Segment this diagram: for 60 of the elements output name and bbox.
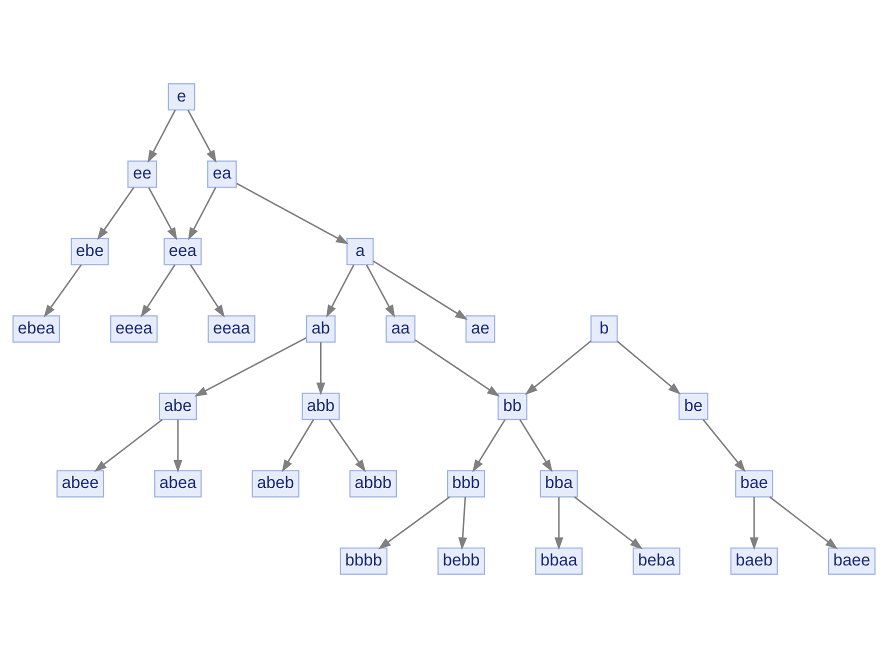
node-box: beba (632, 547, 680, 575)
node-box: bb (498, 392, 528, 420)
node-box: baeb (730, 547, 778, 575)
node-box: b (590, 315, 618, 343)
arrow (194, 337, 306, 397)
node-box: ee (127, 160, 158, 188)
node-box: aa (386, 315, 416, 343)
arrow (524, 340, 592, 395)
node-box: eea (164, 238, 202, 266)
node-box: ea (207, 160, 237, 188)
arrow (316, 342, 326, 396)
arrow (702, 419, 746, 472)
arrow (554, 497, 564, 550)
node-box: abee (56, 470, 104, 498)
arrow (472, 419, 506, 472)
arrow (326, 264, 354, 318)
node-box: a (346, 238, 374, 266)
arrow (519, 419, 553, 472)
node-box: baee (828, 547, 876, 575)
node-box: be (678, 392, 708, 420)
arrow (458, 496, 468, 550)
arrow (97, 187, 134, 240)
arrow (148, 110, 176, 163)
arrow (574, 496, 643, 550)
arrow (140, 264, 176, 318)
arrow (282, 419, 314, 472)
node-box: bae (735, 470, 774, 498)
node-box: eeaa (208, 315, 256, 343)
node-box: abea (154, 470, 202, 498)
arrow (378, 496, 450, 550)
node-box: eeea (110, 315, 158, 343)
node-box: abb (302, 392, 340, 420)
arrow (414, 339, 500, 397)
arrow (616, 340, 681, 395)
arrow (187, 110, 216, 163)
node-box: bbb (446, 470, 486, 498)
node-box: e (168, 83, 196, 111)
node-box: ab (306, 315, 336, 343)
node-box: abeb (252, 470, 300, 498)
node-box: ebea (12, 315, 60, 343)
arrow (174, 420, 182, 473)
arrow (750, 497, 759, 550)
arrow (328, 419, 366, 472)
arrow (94, 419, 163, 472)
arrow (366, 264, 396, 318)
node-box: abe (158, 392, 197, 420)
node-box: bba (540, 470, 578, 498)
node-box: bbaa (535, 547, 583, 575)
arrow (188, 187, 216, 240)
node-box: bbbb (340, 547, 388, 575)
node-box: ebe (70, 238, 109, 266)
arrow (769, 496, 838, 550)
arrow (190, 264, 225, 318)
arrow (372, 260, 468, 320)
node-box: abbb (349, 470, 397, 498)
node-box: ae (465, 315, 496, 343)
arrow (44, 264, 82, 318)
node-box: bebb (437, 547, 486, 575)
arrow (236, 182, 349, 244)
arrow (148, 187, 178, 240)
